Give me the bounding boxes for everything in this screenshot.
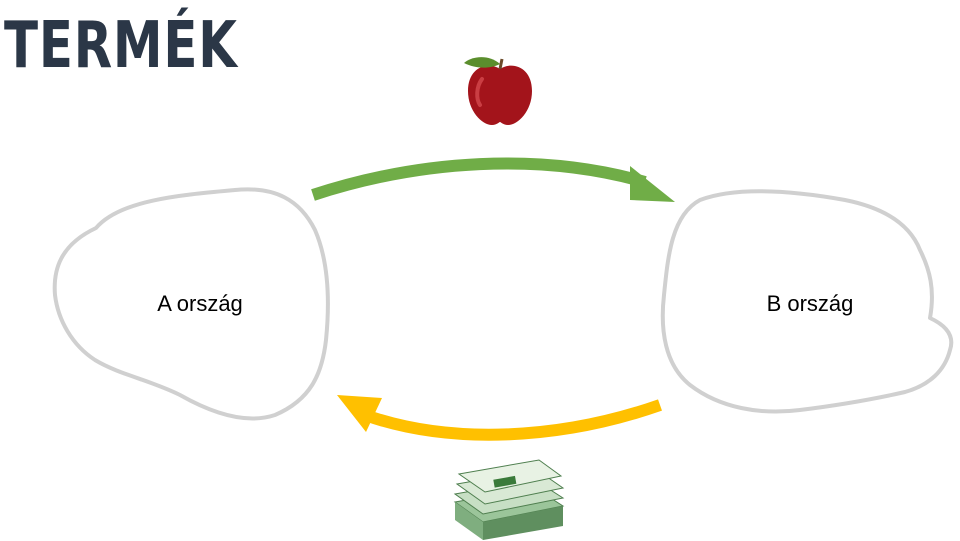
page-title: TERMÉK bbox=[4, 9, 238, 83]
country-b-label: B ország bbox=[767, 291, 854, 316]
country-a-outline bbox=[52, 187, 330, 421]
apple-icon bbox=[464, 57, 532, 125]
goods-flow-arrow bbox=[311, 157, 675, 202]
money-stack-icon bbox=[453, 459, 565, 540]
country-b-outline bbox=[660, 189, 954, 414]
country-a-label: A ország bbox=[157, 291, 243, 316]
money-flow-arrow bbox=[337, 395, 662, 441]
